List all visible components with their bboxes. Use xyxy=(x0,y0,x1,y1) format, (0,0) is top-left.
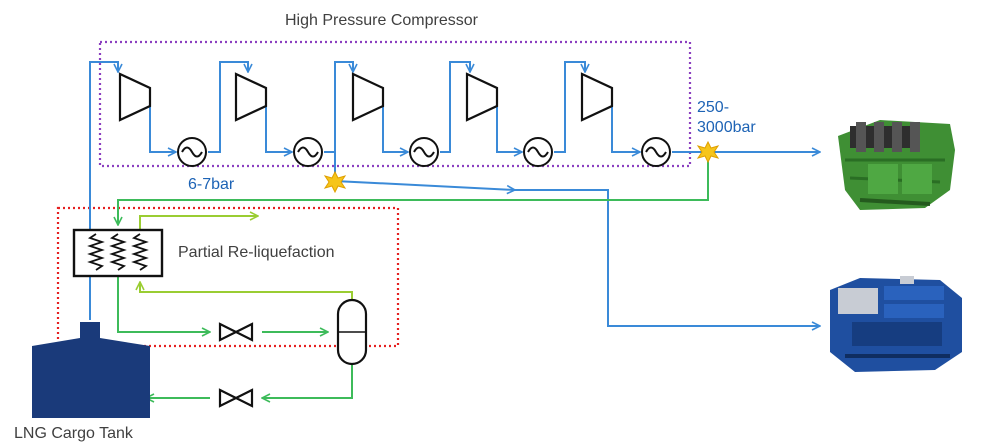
engine-icon xyxy=(838,120,955,210)
compressor-stage-icon xyxy=(351,72,385,122)
intercoolers xyxy=(177,137,671,167)
compressor-stage-icon xyxy=(580,72,614,122)
separator-icon xyxy=(336,298,368,366)
compressor-stage-icon xyxy=(465,72,499,122)
compressor-stage-icon xyxy=(234,72,268,122)
valve-icon xyxy=(218,322,254,342)
intercooler-icon xyxy=(523,137,553,167)
high-pressure-label: 250- 3000bar xyxy=(697,99,756,136)
junction-icon xyxy=(323,170,347,194)
liquid-lines xyxy=(118,152,709,398)
heat-exchanger-icon xyxy=(72,228,164,278)
gas-lines xyxy=(89,61,820,326)
intercooler-icon xyxy=(409,137,439,167)
engine-icon xyxy=(830,276,962,372)
compressor-box xyxy=(98,40,692,168)
intercooler-icon xyxy=(641,137,671,167)
intercooler-icon xyxy=(293,137,323,167)
tank-icon xyxy=(32,322,150,418)
compressor-stage-icon xyxy=(118,72,152,122)
junction-icon xyxy=(696,140,720,164)
junctions xyxy=(323,140,720,194)
low-pressure-label: 6-7bar xyxy=(188,176,235,193)
valve-icon xyxy=(218,388,254,408)
reliquefaction-label: Partial Re-liquefaction xyxy=(178,244,335,261)
intercooler-icon xyxy=(177,137,207,167)
reliquefaction-box xyxy=(56,206,400,348)
cargo-tank-label: LNG Cargo Tank xyxy=(14,425,133,442)
compressor-title: High Pressure Compressor xyxy=(285,12,478,29)
compressor-stages xyxy=(118,72,614,122)
